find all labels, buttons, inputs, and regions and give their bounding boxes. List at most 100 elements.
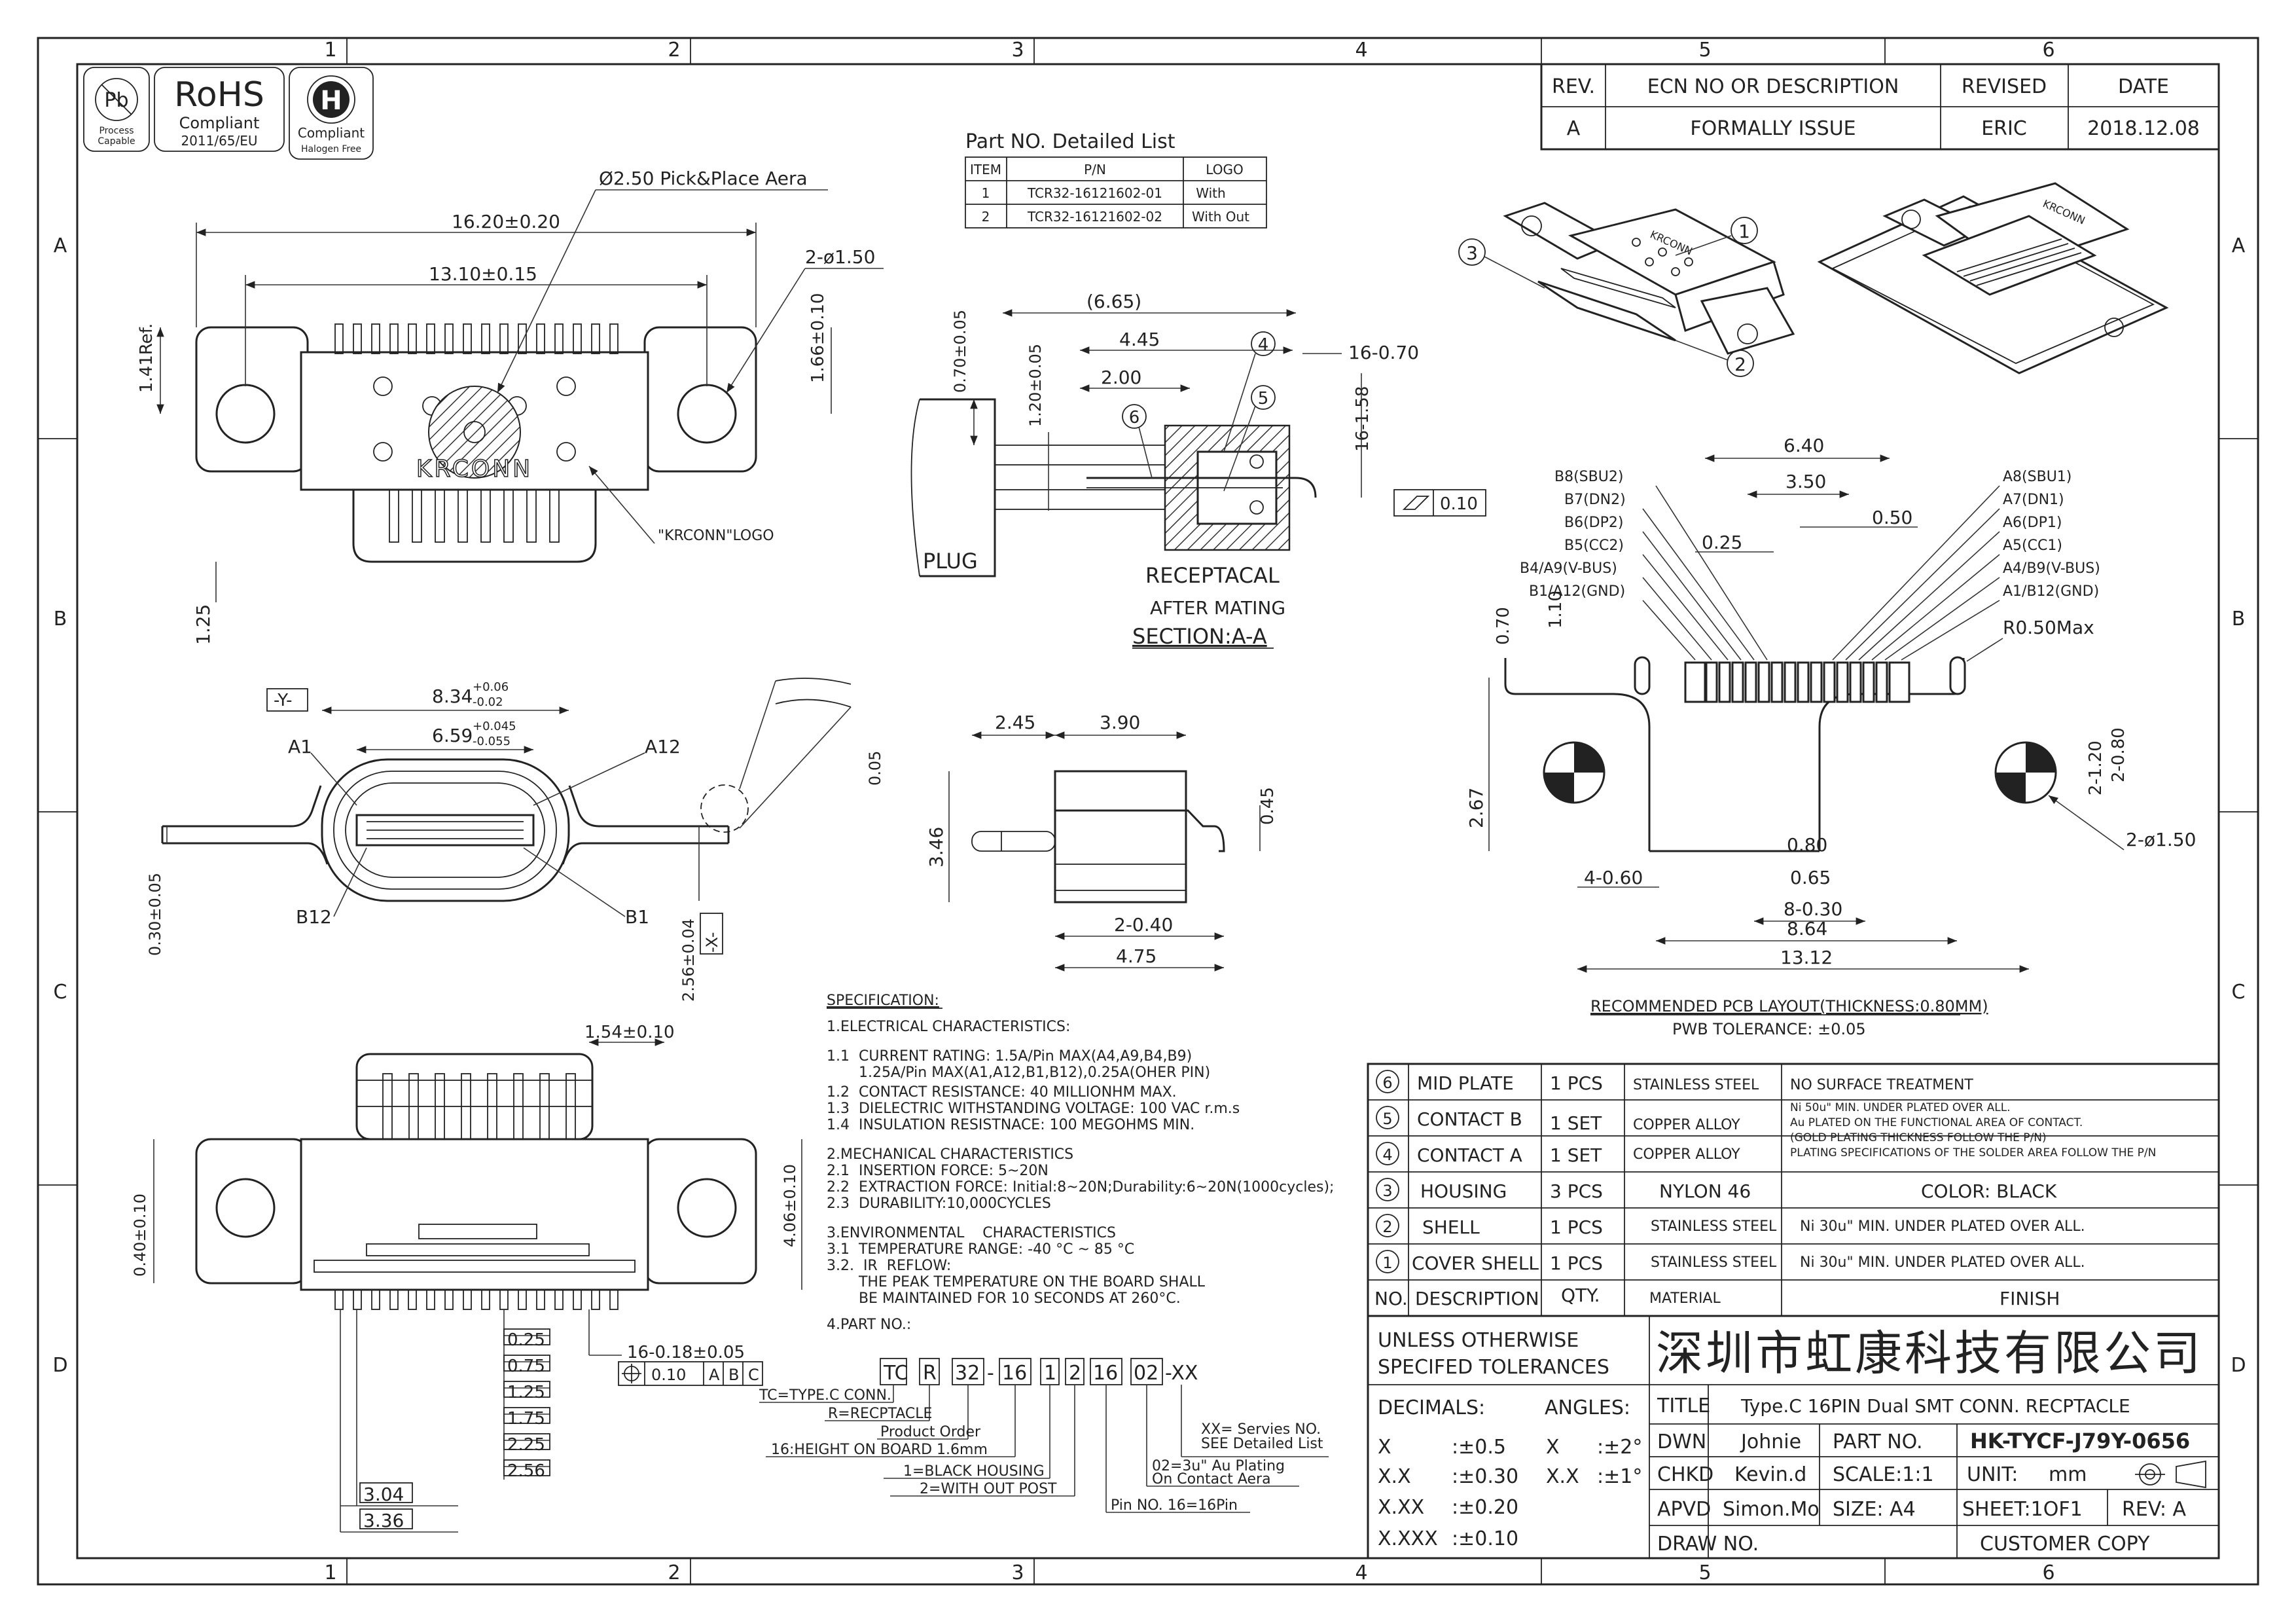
spec-line-14: THE PEAK TEMPERATURE ON THE BOARD SHALL bbox=[827, 1274, 1206, 1290]
date-header: DATE bbox=[2118, 75, 2169, 98]
col-label-6: 6 bbox=[2042, 39, 2054, 62]
pin-b1a12: B1/A12(GND) bbox=[1529, 583, 1625, 600]
dim-0-40: 0.40±0.10 bbox=[131, 1194, 149, 1277]
bottom-pins bbox=[334, 1289, 619, 1310]
pb-line2: Capable bbox=[98, 136, 135, 147]
side-view: 2.45 3.90 3.46 0.45 2-0.40 4.75 bbox=[925, 712, 1278, 972]
label-a12: A12 bbox=[645, 736, 681, 757]
tol-line1: UNLESS OTHERWISE bbox=[1378, 1329, 1579, 1352]
bom-material-5: COPPER ALLOY bbox=[1633, 1117, 1740, 1133]
spec-line-6: 1.4 INSULATION RESISTNACE: 100 MEGOHMS M… bbox=[827, 1117, 1194, 1133]
part-list-logo-header: LOGO bbox=[1206, 162, 1243, 177]
tol-x: X bbox=[1378, 1436, 1391, 1459]
pin-b5: B5(CC2) bbox=[1564, 538, 1624, 554]
spec-line-1: 1.ELECTRICAL CHARACTERISTICS: bbox=[827, 1019, 1070, 1035]
label-b12: B12 bbox=[296, 906, 332, 928]
dim-2-00: 2.00 bbox=[1101, 367, 1141, 388]
bom-header-qty: QTY. bbox=[1561, 1285, 1600, 1306]
dim-0-70: 0.70 bbox=[1494, 607, 1513, 645]
datum-x: -X- bbox=[703, 932, 721, 953]
tol-xxx: X.XX bbox=[1378, 1496, 1424, 1519]
pin-a4b9: A4/B9(V-BUS) bbox=[2003, 560, 2100, 577]
col-label-2: 2 bbox=[668, 39, 680, 62]
svg-text:H: H bbox=[320, 86, 342, 116]
dim-0-45: 0.45 bbox=[1258, 787, 1278, 825]
chkd-value: Kevin.d bbox=[1734, 1463, 1806, 1486]
tol-x-value: :±0.5 bbox=[1452, 1436, 1506, 1459]
revision-table: REV. ECN NO OR DESCRIPTION REVISED DATE … bbox=[1540, 63, 2220, 151]
dim-0-80: 0.80 bbox=[1787, 834, 1827, 856]
col-label-1: 1 bbox=[324, 39, 336, 62]
bom-no-1: 1 bbox=[1382, 1254, 1392, 1272]
halogen-line2: Halogen Free bbox=[301, 144, 361, 155]
isometric-views: KRCONN 1 2 3 KRCONN bbox=[1458, 182, 2169, 377]
callout-4: 4 bbox=[1258, 335, 1269, 355]
partno-label: PART NO. bbox=[1833, 1431, 1923, 1453]
angles-label: ANGLES: bbox=[1545, 1396, 1630, 1419]
legend-order: Product Order bbox=[880, 1424, 981, 1440]
apvd-value: Simon.Mo bbox=[1723, 1498, 1820, 1521]
r-max-label: R0.50Max bbox=[2003, 617, 2094, 638]
pcb-caption: RECOMMENDED PCB LAYOUT(THICKNESS:0.80MM) bbox=[1590, 997, 1988, 1015]
code-1: 1 bbox=[1044, 1362, 1056, 1385]
code-tc: TC bbox=[883, 1362, 908, 1385]
row-label-b: B bbox=[54, 608, 67, 630]
bom-finish-2: Ni 30u" MIN. UNDER PLATED OVER ALL. bbox=[1800, 1218, 2085, 1235]
legend-height: 16:HEIGHT ON BOARD 1.6mm bbox=[771, 1442, 988, 1458]
fcf-datum-b: B bbox=[728, 1366, 739, 1384]
dim-2-040: 2-0.40 bbox=[1114, 914, 1173, 936]
dim-8-030: 8-0.30 bbox=[1784, 898, 1842, 920]
row-label-c: C bbox=[54, 981, 67, 1004]
dim-1-25: 1.25 bbox=[192, 604, 214, 645]
flatness-frame bbox=[1393, 489, 1486, 517]
lead-free-icon: Pb bbox=[95, 78, 138, 121]
part-list-title: Part NO. Detailed List bbox=[965, 130, 1175, 153]
bom-material-1: STAINLESS STEEL bbox=[1651, 1254, 1777, 1271]
bom-material-6: STAINLESS STEEL bbox=[1633, 1077, 1759, 1093]
spec-line-8: 2.1 INSERTION FORCE: 5~20N bbox=[827, 1163, 1049, 1179]
bom-desc-5: CONTACT B bbox=[1417, 1108, 1522, 1130]
receptacal-label: RECEPTACAL bbox=[1145, 563, 1280, 588]
chkd-label: CHKD bbox=[1657, 1463, 1713, 1486]
col-label-3: 3 bbox=[1011, 39, 1024, 62]
dim-2-080: 2-0.80 bbox=[2109, 727, 2128, 782]
spec-line-15: BE MAINTAINED FOR 10 SECONDS AT 260°C. bbox=[827, 1290, 1181, 1307]
spec-line-3: 1.25A/Pin MAX(A1,A12,B1,B12),0.25A(OHER … bbox=[827, 1065, 1210, 1081]
dim-8-34: 8.34 bbox=[432, 685, 473, 707]
code-32: 32 bbox=[955, 1362, 980, 1385]
bom-no-5: 5 bbox=[1382, 1110, 1392, 1128]
label-a1: A1 bbox=[288, 736, 312, 757]
pcb-pads bbox=[1684, 661, 1910, 703]
dim-3-36: 3.36 bbox=[363, 1510, 404, 1531]
legend-pins: Pin NO. 16=16Pin bbox=[1111, 1497, 1238, 1514]
part-list-row2-logo: With Out bbox=[1192, 209, 1249, 225]
datum-y: -Y- bbox=[274, 691, 292, 710]
revised-value: ERIC bbox=[1981, 117, 2027, 140]
pin-b4a9: B4/A9(V-BUS) bbox=[1520, 560, 1617, 577]
bom-qty-2: 1 PCS bbox=[1550, 1216, 1603, 1238]
col-label-1-bottom: 1 bbox=[324, 1561, 336, 1584]
dim-0-30: 0.30±0.05 bbox=[146, 873, 164, 956]
part-list-row2-pn: TCR32-16121602-02 bbox=[1027, 209, 1162, 225]
specification: SPECIFICATION: 1.ELECTRICAL CHARACTERIST… bbox=[759, 993, 1334, 1514]
legend-series2: SEE Detailed List bbox=[1201, 1436, 1323, 1452]
pcb-layout: 6.40 3.50 0.50 0.25 B8(SBU2) B7(DN2) B6(… bbox=[1465, 435, 2196, 1038]
bom-desc-3: HOUSING bbox=[1420, 1180, 1507, 1202]
title-value: Type.C 16PIN Dual SMT CONN. RECPTACLE bbox=[1740, 1395, 2130, 1417]
ecn-header: ECN NO OR DESCRIPTION bbox=[1647, 75, 1899, 98]
code-xx: -XX bbox=[1165, 1362, 1198, 1385]
dim-2-67: 2.67 bbox=[1465, 788, 1487, 828]
tol-xx: X.X bbox=[1378, 1465, 1411, 1488]
bom-no-6: 6 bbox=[1382, 1074, 1392, 1092]
dwn-label: DWN bbox=[1657, 1431, 1706, 1453]
dim-1-54: 1.54±0.10 bbox=[584, 1023, 675, 1042]
dim-16-070: 16-0.70 bbox=[1348, 342, 1419, 363]
bottom-view: 1.54±0.10 0.40±0.10 4.06±0.10 16-0.18±0.… bbox=[131, 1023, 802, 1533]
date-value: 2018.12.08 bbox=[2087, 117, 2200, 140]
dim-13-12: 13.12 bbox=[1780, 947, 1833, 968]
pcb-holes-label: 2-ø1.50 bbox=[2126, 829, 2196, 850]
legend-r: R=RECPTACLE bbox=[828, 1406, 932, 1422]
ecn-value: FORMALLY ISSUE bbox=[1690, 117, 1856, 140]
stack-2-56: 2.56 bbox=[507, 1461, 545, 1481]
